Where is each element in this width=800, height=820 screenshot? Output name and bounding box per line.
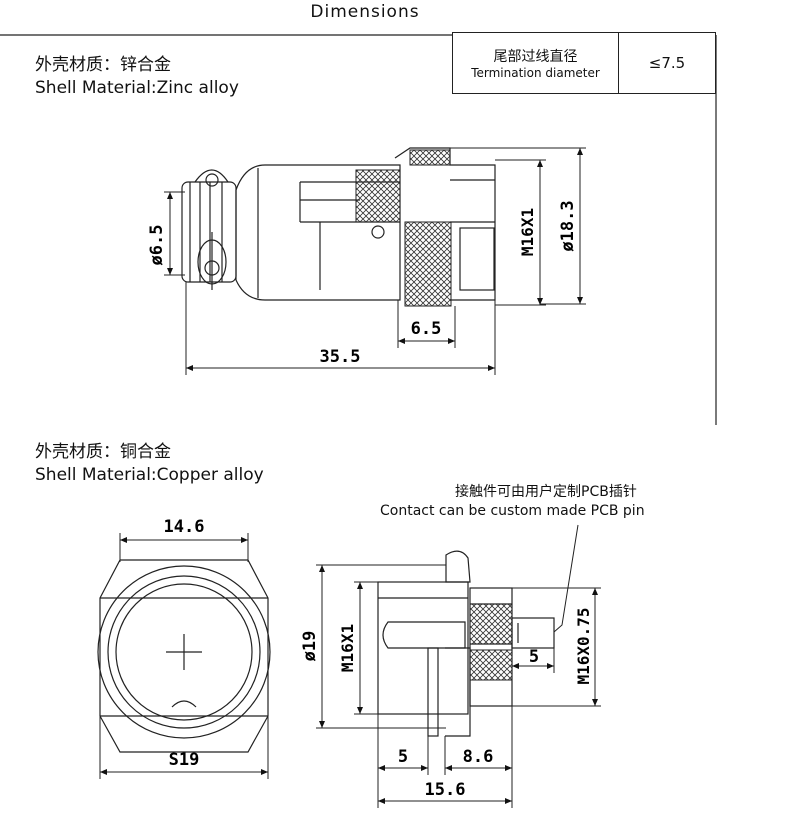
dim-seg-5: 5 [398, 747, 408, 767]
page-title: Dimensions [310, 2, 420, 22]
dim-front-s19: S19 [169, 750, 200, 770]
spec-label-en: Termination diameter [471, 66, 600, 80]
dim-shell-diameter-left: ø6.5 [147, 225, 167, 266]
dim-thread-m16x1: M16X1 [518, 208, 537, 256]
contact-note-cn: 接触件可由用户定制PCB插针 [455, 484, 637, 500]
dim-total-15-6: 15.6 [425, 780, 466, 800]
spec-value: ≤7.5 [648, 54, 686, 72]
material-zinc-cn: 外壳材质：锌合金 [35, 55, 171, 75]
spec-label-cell: 尾部过线直径 Termination diameter [453, 33, 619, 93]
dim-thread-m16x1-copper: M16X1 [338, 624, 357, 672]
termination-spec-table: 尾部过线直径 Termination diameter ≤7.5 [452, 32, 716, 94]
dim-pin-5: 5 [529, 647, 539, 667]
dim-length-35-5: 35.5 [320, 347, 361, 367]
dim-front-14-6: 14.6 [164, 517, 205, 537]
dim-diameter-18-3: ø18.3 [558, 200, 578, 251]
contact-note-en: Contact can be custom made PCB pin [380, 503, 645, 519]
material-copper-en: Shell Material:Copper alloy [35, 465, 264, 485]
material-copper-cn: 外壳材质：铜合金 [35, 442, 171, 462]
material-zinc-en: Shell Material:Zinc alloy [35, 78, 239, 98]
spec-label-cn: 尾部过线直径 [493, 49, 578, 65]
dim-diameter-19: ø19 [300, 631, 320, 662]
dim-seg-8-6: 8.6 [463, 747, 494, 767]
dim-thread-m16x0-75: M16X0.75 [574, 607, 593, 684]
dim-flange-6-5: 6.5 [411, 319, 442, 339]
